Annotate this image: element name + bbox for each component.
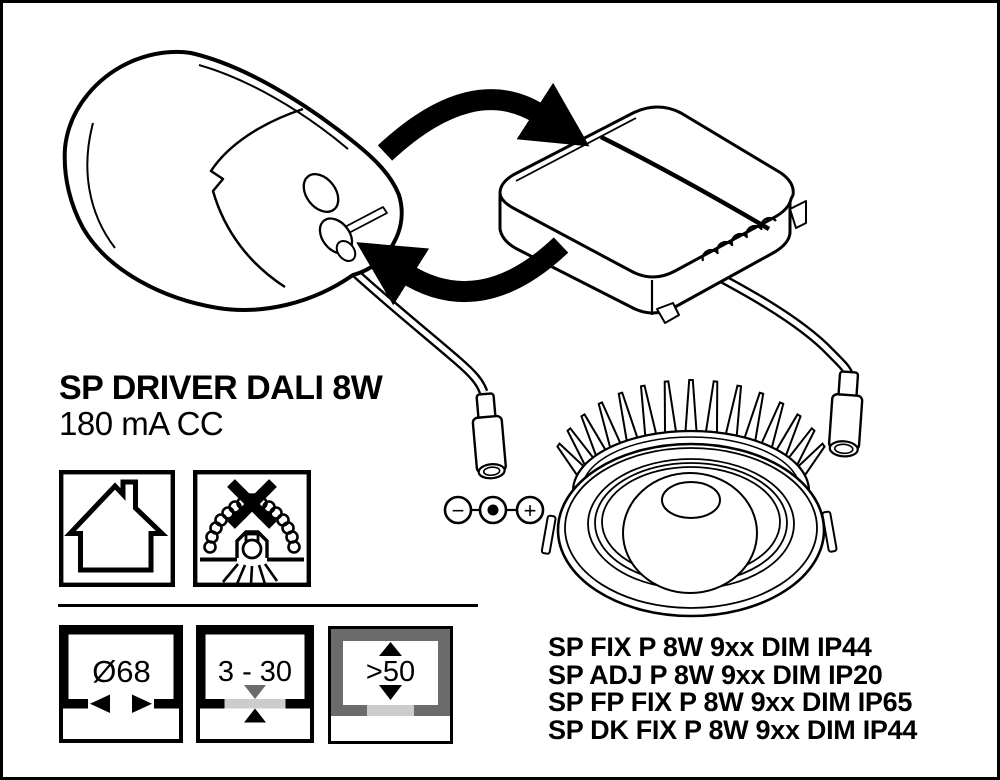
arrow-up-icon: [244, 708, 266, 723]
left-driver-illustration: [62, 49, 404, 312]
indoor-use-only-icon: [59, 470, 175, 587]
cross-icon: [227, 479, 277, 529]
arrow-down-icon: [244, 685, 266, 699]
arrow-right-icon: [132, 694, 152, 713]
product-item: SP ADJ P 8W 9xx DIM IP20: [548, 659, 883, 690]
product-item: SP DK FIX P 8W 9xx DIM IP44: [548, 714, 918, 745]
cutout-diameter-icon: Ø68: [59, 625, 183, 743]
house-icon: [64, 479, 169, 573]
page-subtitle: 180 mA CC: [59, 405, 224, 442]
left-cable-connector: [471, 392, 507, 480]
swap-arrow-bottom: [356, 237, 569, 306]
page-title: SP DRIVER DALI 8W: [59, 369, 383, 407]
polarity-indicator: − +: [443, 495, 545, 525]
right-driver-illustration: [498, 105, 807, 324]
product-item: SP FP FIX P 8W 9xx DIM IP65: [548, 687, 913, 717]
clearance-icon: >50: [328, 626, 453, 744]
light-rays: [222, 563, 279, 585]
ceiling-material-strip: [224, 699, 286, 709]
polarity-positive: +: [524, 498, 537, 523]
polarity-dot: [487, 504, 499, 516]
ceiling-thickness-icon: 3 - 30: [196, 625, 314, 743]
cutout-diameter-value: Ø68: [92, 654, 151, 689]
swap-arrows-icon: [356, 82, 590, 306]
swap-arrow-top: [377, 82, 590, 161]
arrow-left-icon: [90, 694, 110, 713]
polarity-negative: −: [452, 498, 465, 523]
driver-swap-illustration: − +: [62, 49, 864, 618]
ceiling-thickness-value: 3 - 30: [218, 656, 292, 688]
arrow-up-icon: [379, 642, 402, 656]
arrow-down-icon: [379, 685, 402, 700]
insulation-coil-right: [247, 493, 301, 554]
downlight-illustration: [540, 379, 838, 618]
ceiling-material-strip: [367, 705, 414, 716]
spring-clip-right: [821, 510, 838, 553]
spring-clip-left: [540, 514, 557, 555]
no-insulation-cover-icon: [193, 470, 311, 587]
clearance-value: >50: [366, 656, 415, 688]
right-cable-connector: [827, 370, 864, 458]
divider: [58, 604, 478, 607]
product-item: SP FIX P 8W 9xx DIM IP44: [548, 632, 872, 662]
product-list: SP FIX P 8W 9xx DIM IP44 SP ADJ P 8W 9xx…: [548, 632, 918, 745]
